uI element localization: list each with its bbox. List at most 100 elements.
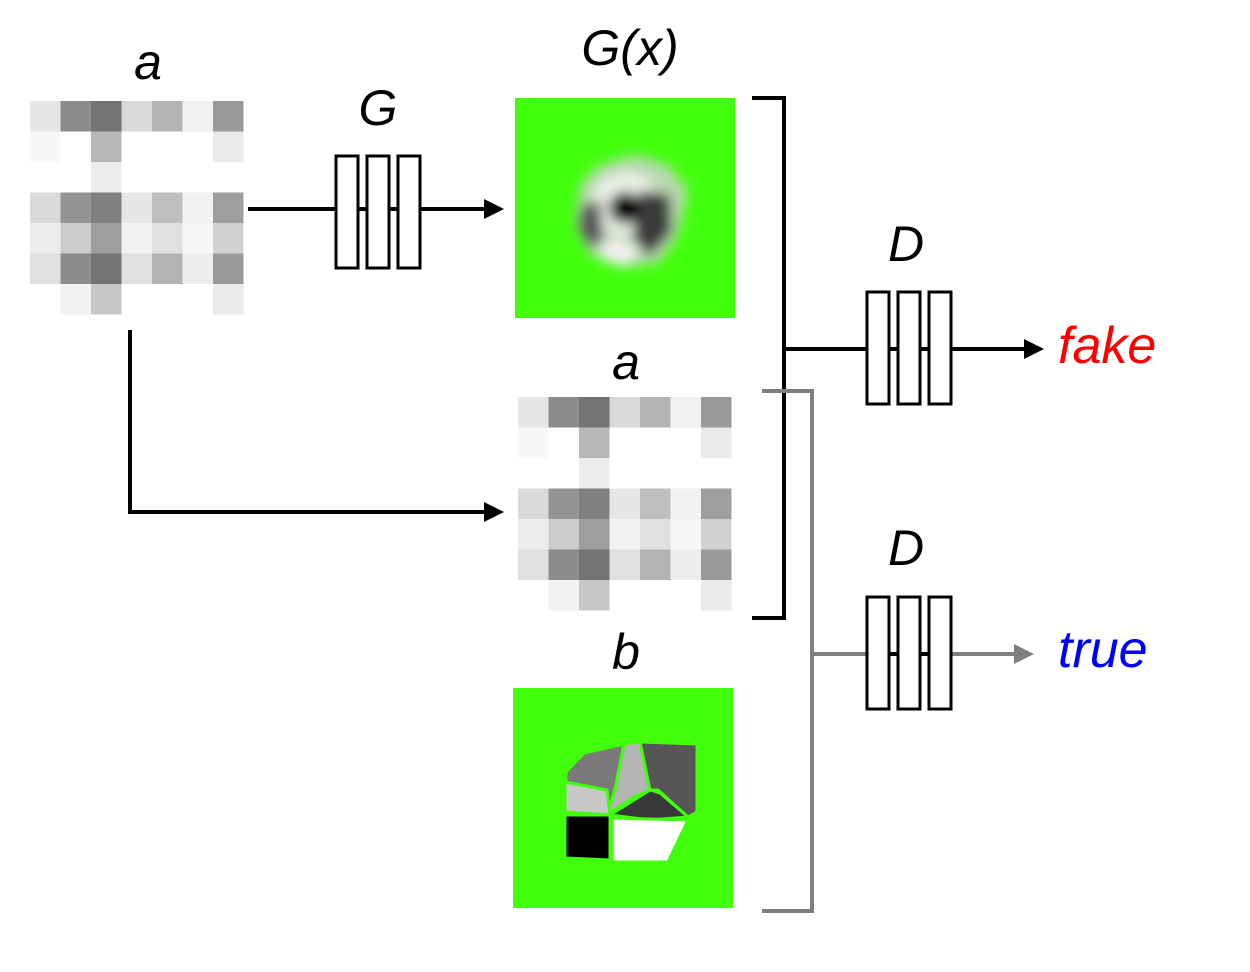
pixel-cell	[701, 519, 732, 550]
pixel-cell	[548, 549, 579, 580]
pixel-cell	[670, 488, 701, 519]
pixel-cell	[30, 223, 61, 254]
pixel-cell	[60, 253, 91, 284]
pixel-cell	[548, 427, 579, 458]
pixel-cell	[670, 519, 701, 550]
pixel-cell	[640, 580, 671, 611]
pixel-cell	[121, 253, 152, 284]
pixel-cell	[91, 284, 122, 315]
pixel-cell	[701, 488, 732, 519]
true-output-label: true	[1058, 621, 1148, 679]
pixel-cell	[91, 162, 122, 193]
pixel-cell	[579, 427, 610, 458]
pixel-cell	[91, 253, 122, 284]
pixel-cell	[30, 192, 61, 223]
discriminator-block-fake	[865, 290, 953, 406]
pixel-cell	[30, 101, 61, 132]
pixel-cell	[213, 162, 244, 193]
real-image-b	[513, 688, 733, 908]
pixel-cell	[213, 223, 244, 254]
pixel-cell	[701, 427, 732, 458]
pixel-cell	[60, 162, 91, 193]
pixel-cell	[548, 488, 579, 519]
pixel-cell	[60, 131, 91, 162]
input-copy-connector	[128, 330, 504, 522]
pixel-cell	[701, 458, 732, 489]
pixel-cell	[670, 458, 701, 489]
pixel-cell	[60, 101, 91, 132]
pixel-cell	[182, 131, 213, 162]
pixel-cell	[579, 397, 610, 428]
fake-output-label: fake	[1058, 317, 1157, 375]
pixel-cell	[60, 223, 91, 254]
pixel-cell	[548, 458, 579, 489]
pixel-cell	[609, 458, 640, 489]
generated-label: G(x)	[581, 20, 679, 76]
pixel-cell	[518, 488, 549, 519]
pixel-cell	[640, 519, 671, 550]
pixel-cell	[518, 549, 549, 580]
pixel-cell	[548, 519, 579, 550]
input-image-a	[30, 101, 244, 315]
pixel-cell	[579, 488, 610, 519]
pixel-cell	[609, 427, 640, 458]
pixel-cell	[121, 131, 152, 162]
pixel-cell	[579, 549, 610, 580]
pixel-cell	[91, 223, 122, 254]
real-b-label: b	[612, 624, 640, 680]
pixel-cell	[213, 131, 244, 162]
pixel-cell	[609, 519, 640, 550]
pixel-cell	[30, 284, 61, 315]
pixel-cell	[213, 192, 244, 223]
pixel-cell	[30, 131, 61, 162]
pixel-cell	[670, 427, 701, 458]
pixel-cell	[640, 427, 671, 458]
pixel-cell	[640, 549, 671, 580]
input-a-label: a	[134, 34, 162, 90]
pixel-cell	[609, 580, 640, 611]
pixel-cell	[640, 488, 671, 519]
pixel-cell	[152, 253, 183, 284]
pixel-cell	[60, 192, 91, 223]
pixel-cell	[518, 427, 549, 458]
generated-image	[515, 98, 735, 318]
pixel-cell	[152, 101, 183, 132]
pixel-cell	[640, 397, 671, 428]
pixel-cell	[518, 580, 549, 611]
pixel-cell	[91, 192, 122, 223]
pixel-cell	[30, 253, 61, 284]
pixel-cell	[548, 397, 579, 428]
pixel-cell	[701, 549, 732, 580]
pixel-cell	[121, 162, 152, 193]
pixel-cell	[609, 549, 640, 580]
pixel-cell	[213, 101, 244, 132]
discriminator-bottom-label: D	[887, 520, 925, 576]
pixel-cell	[152, 192, 183, 223]
pixel-cell	[121, 192, 152, 223]
pixel-cell	[213, 284, 244, 315]
pixel-cell	[609, 488, 640, 519]
pixel-cell	[182, 192, 213, 223]
pixel-cell	[579, 458, 610, 489]
pixel-cell	[121, 284, 152, 315]
pixel-cell	[579, 519, 610, 550]
discriminator-block-true	[865, 595, 953, 711]
pixel-cell	[91, 101, 122, 132]
pixel-cell	[91, 131, 122, 162]
pixel-cell	[152, 223, 183, 254]
generator-label: G	[358, 80, 398, 136]
pixel-cell	[213, 253, 244, 284]
pixel-cell	[701, 580, 732, 611]
fake-pair-bracket	[752, 96, 786, 620]
pixel-cell	[579, 580, 610, 611]
discriminator-top-label: D	[887, 216, 925, 272]
pixel-cell	[640, 458, 671, 489]
pixel-cell	[152, 131, 183, 162]
pixel-cell	[670, 580, 701, 611]
pixel-cell	[30, 162, 61, 193]
pixel-cell	[121, 223, 152, 254]
real-pair-bracket	[762, 389, 814, 913]
pixel-cell	[182, 223, 213, 254]
pixel-cell	[60, 284, 91, 315]
pixel-cell	[152, 284, 183, 315]
